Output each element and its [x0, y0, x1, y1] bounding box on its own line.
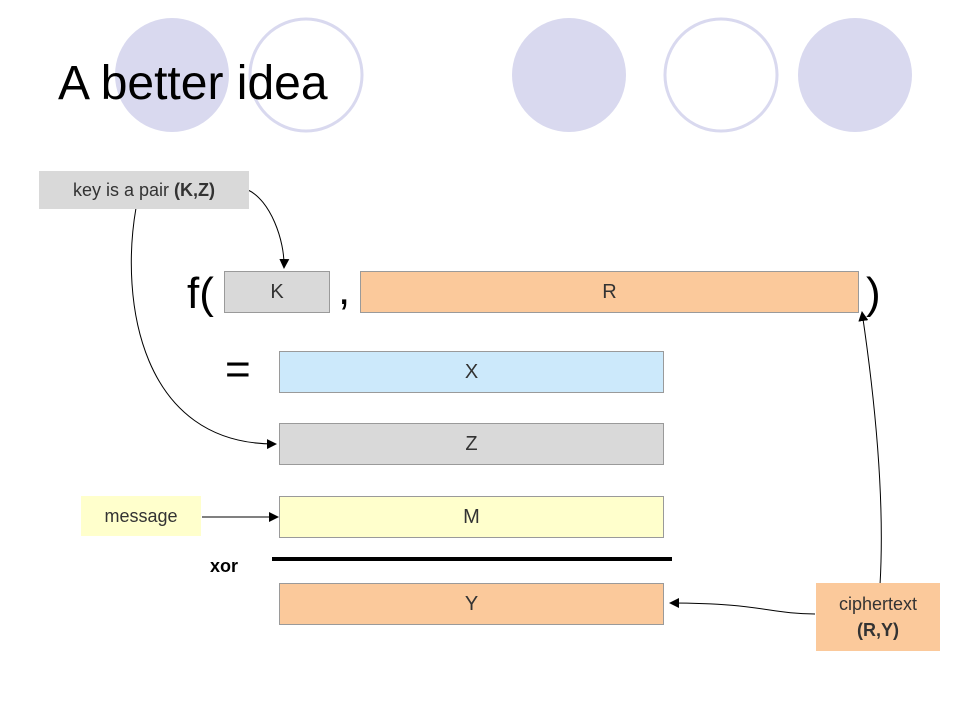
comma: ,	[338, 265, 351, 314]
ciphertext-label-text: ciphertext	[838, 593, 918, 614]
arrow-ciphertext-to-r	[858, 311, 882, 586]
message-label: message	[81, 496, 201, 536]
equals-sign: =	[225, 345, 251, 394]
decor-circle-4	[663, 17, 779, 133]
xor-label: xor	[210, 556, 239, 576]
function-open: f(	[187, 269, 214, 318]
key-pair-label-bold: (K,Z)	[174, 179, 216, 200]
decor-circle-3	[512, 18, 626, 132]
key-pair-label: key is a pair (K,Z)	[39, 171, 249, 209]
arrow-key-to-k	[247, 189, 290, 269]
box-k: K	[224, 271, 330, 313]
decor-circle-2	[248, 17, 364, 133]
box-m: M	[279, 496, 664, 538]
decor-circle-1	[115, 18, 229, 132]
arrow-key-to-z	[130, 207, 277, 450]
box-y: Y	[279, 583, 664, 625]
decor-circle-5	[798, 18, 912, 132]
ciphertext-label: ciphertext (R,Y)	[816, 583, 940, 651]
function-close: )	[866, 269, 881, 318]
slide-title: A better idea	[58, 57, 328, 110]
ciphertext-pair: (R,Y)	[857, 620, 899, 640]
box-z: Z	[279, 423, 664, 465]
box-r: R	[360, 271, 859, 313]
arrow-ciphertext-to-y	[669, 598, 816, 615]
box-x: X	[279, 351, 664, 393]
key-pair-label-text: key is a pair	[72, 179, 175, 200]
